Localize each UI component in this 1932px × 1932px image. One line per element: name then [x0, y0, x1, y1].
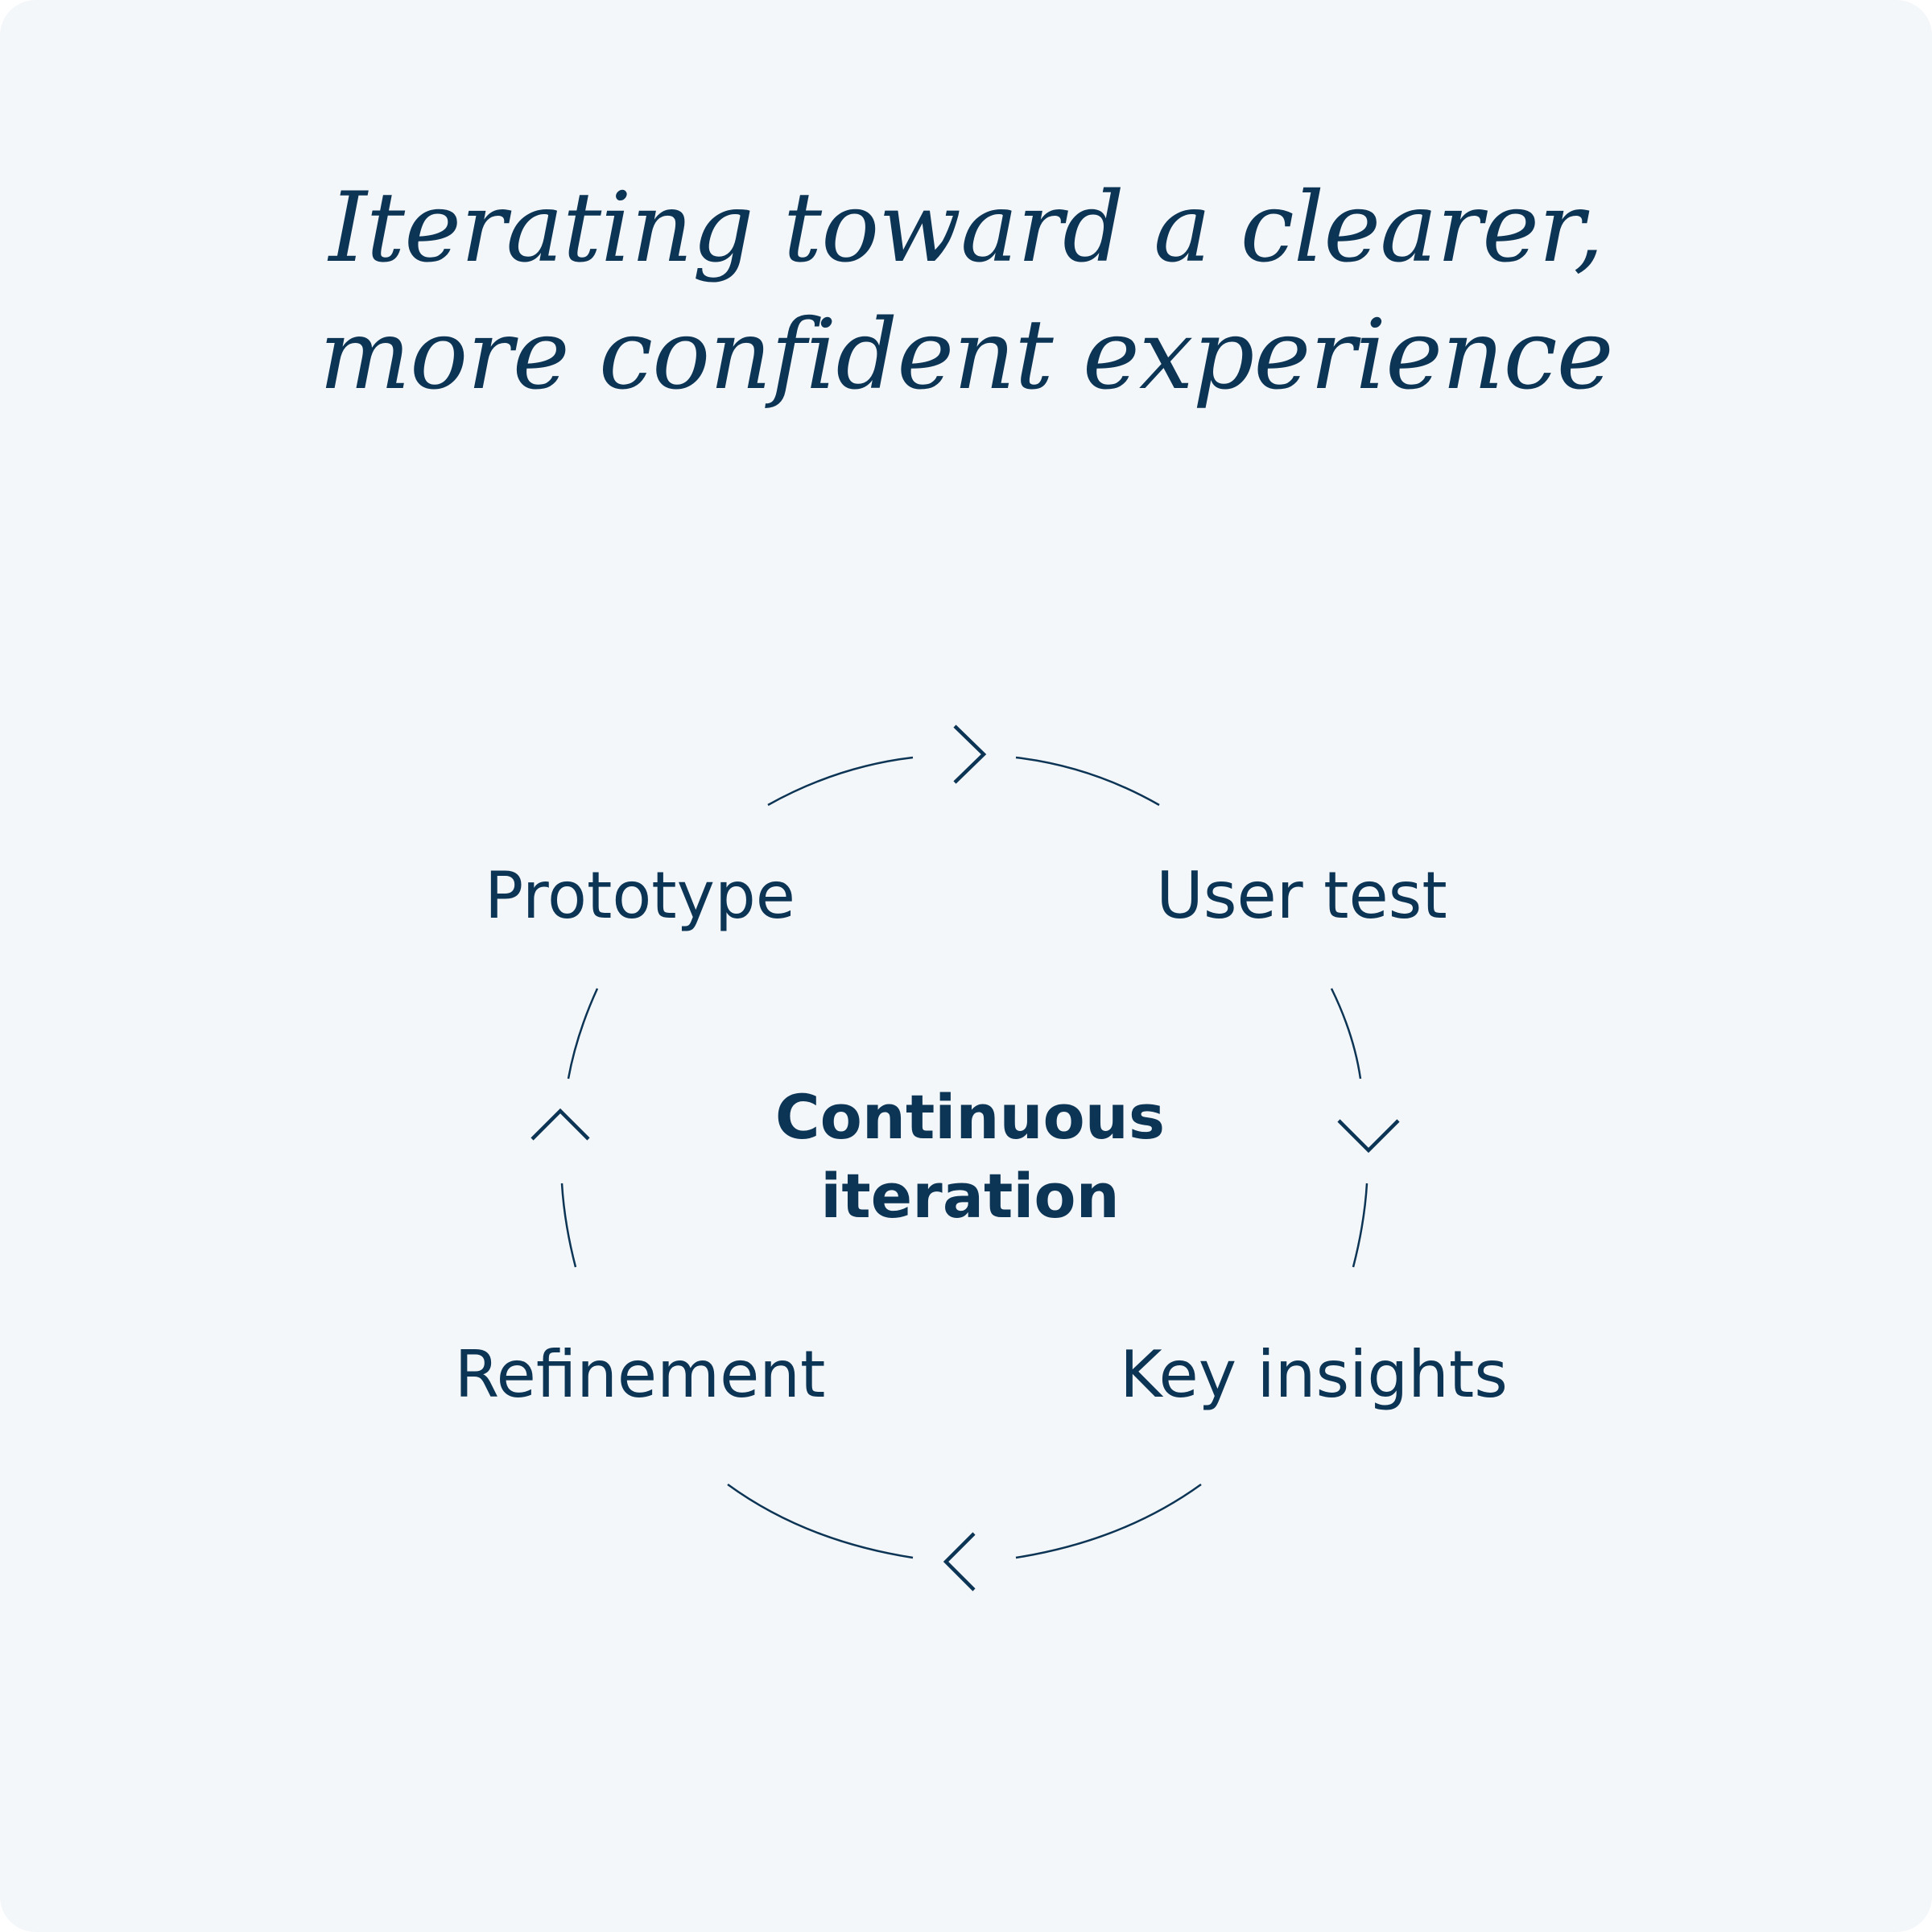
chevron-right-icon — [953, 724, 987, 784]
step-label-refinement: Refinement — [455, 1337, 826, 1412]
title-line-2: more confident experience — [319, 299, 1613, 411]
page-title: Iterating toward a clearer, more confide… — [0, 165, 1932, 419]
arc-right-upper — [1330, 988, 1362, 1080]
step-label-prototype: Prototype — [485, 858, 795, 933]
arc-bottom-right — [1015, 1483, 1202, 1559]
arc-bottom-left — [727, 1483, 914, 1559]
chevron-left-icon — [943, 1532, 976, 1591]
arc-left-lower — [560, 1183, 577, 1268]
chevron-up-icon — [530, 1108, 590, 1141]
chevron-down-icon — [1337, 1119, 1400, 1154]
title-line-1: Iterating toward a clearer, — [328, 172, 1604, 284]
step-label-key-insights: Key insights — [1120, 1337, 1508, 1412]
step-label-user-test: User test — [1156, 858, 1447, 933]
center-label-line-2: iteration — [820, 1160, 1119, 1232]
arc-right-lower — [1352, 1183, 1368, 1268]
arc-top-right — [1015, 756, 1160, 807]
center-label-line-1: Continuous — [775, 1081, 1165, 1153]
arc-top-left — [767, 756, 914, 807]
arc-left-upper — [567, 988, 599, 1080]
